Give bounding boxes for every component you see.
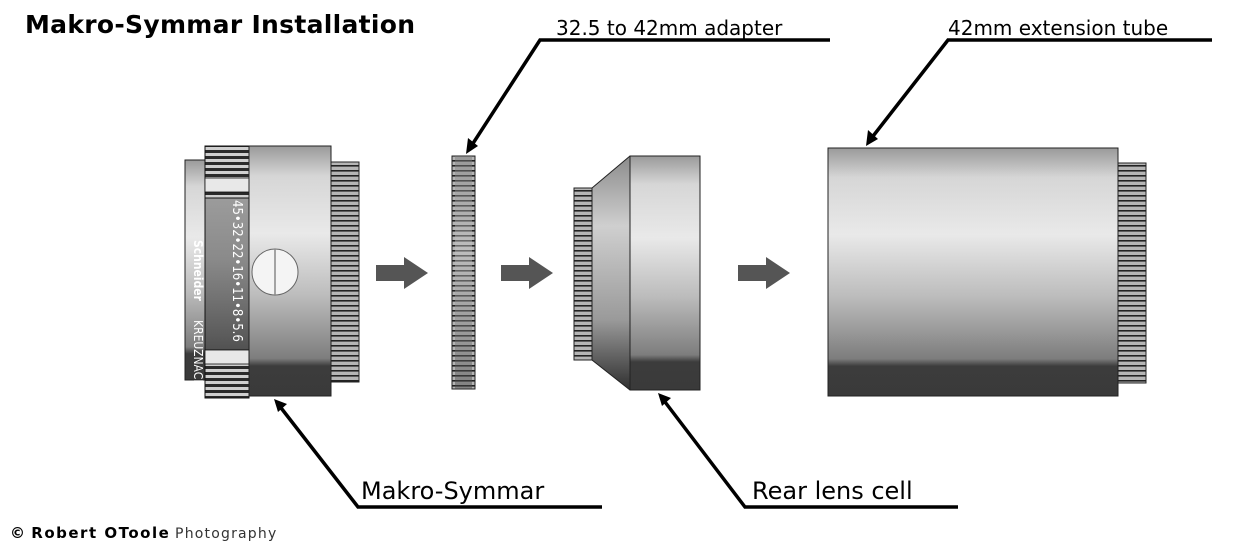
- rear-lens-cell: [573, 155, 701, 391]
- label-adapter: 32.5 to 42mm adapter: [556, 16, 783, 40]
- extension-tube-leader-line: [868, 38, 1212, 142]
- adapter-leader-line: [468, 38, 830, 149]
- photo-credit: © Robert OToole Photography: [10, 524, 277, 542]
- credit-name: Robert OToole: [31, 524, 171, 542]
- rear-lens-cell-leader-line: [660, 396, 958, 509]
- makro-symmar-lens: 45•32•22•16•11•8•5.6 Schneider KREUZNACH: [184, 145, 360, 399]
- adapter-ring: [451, 155, 476, 390]
- label-extension-tube: 42mm extension tube: [948, 16, 1169, 40]
- flow-arrow-1: [376, 257, 428, 289]
- aperture-scale-text: 45•32•22•16•11•8•5.6: [229, 200, 244, 342]
- flow-arrow-2: [501, 257, 553, 289]
- lens-brand-text: Schneider: [191, 240, 205, 302]
- label-rear-lens-cell: Rear lens cell: [752, 477, 913, 505]
- lens-maker-text: KREUZNACH: [191, 320, 205, 387]
- label-makro-symmar: Makro-Symmar: [361, 477, 545, 505]
- copyright-symbol: ©: [10, 524, 27, 542]
- diagram-title: Makro-Symmar Installation: [25, 10, 416, 39]
- leader-lines: [276, 38, 1212, 509]
- flow-arrow-3: [738, 257, 790, 289]
- extension-tube: [827, 147, 1147, 397]
- makro-symmar-leader-line: [276, 402, 602, 509]
- credit-suffix: Photography: [175, 526, 278, 542]
